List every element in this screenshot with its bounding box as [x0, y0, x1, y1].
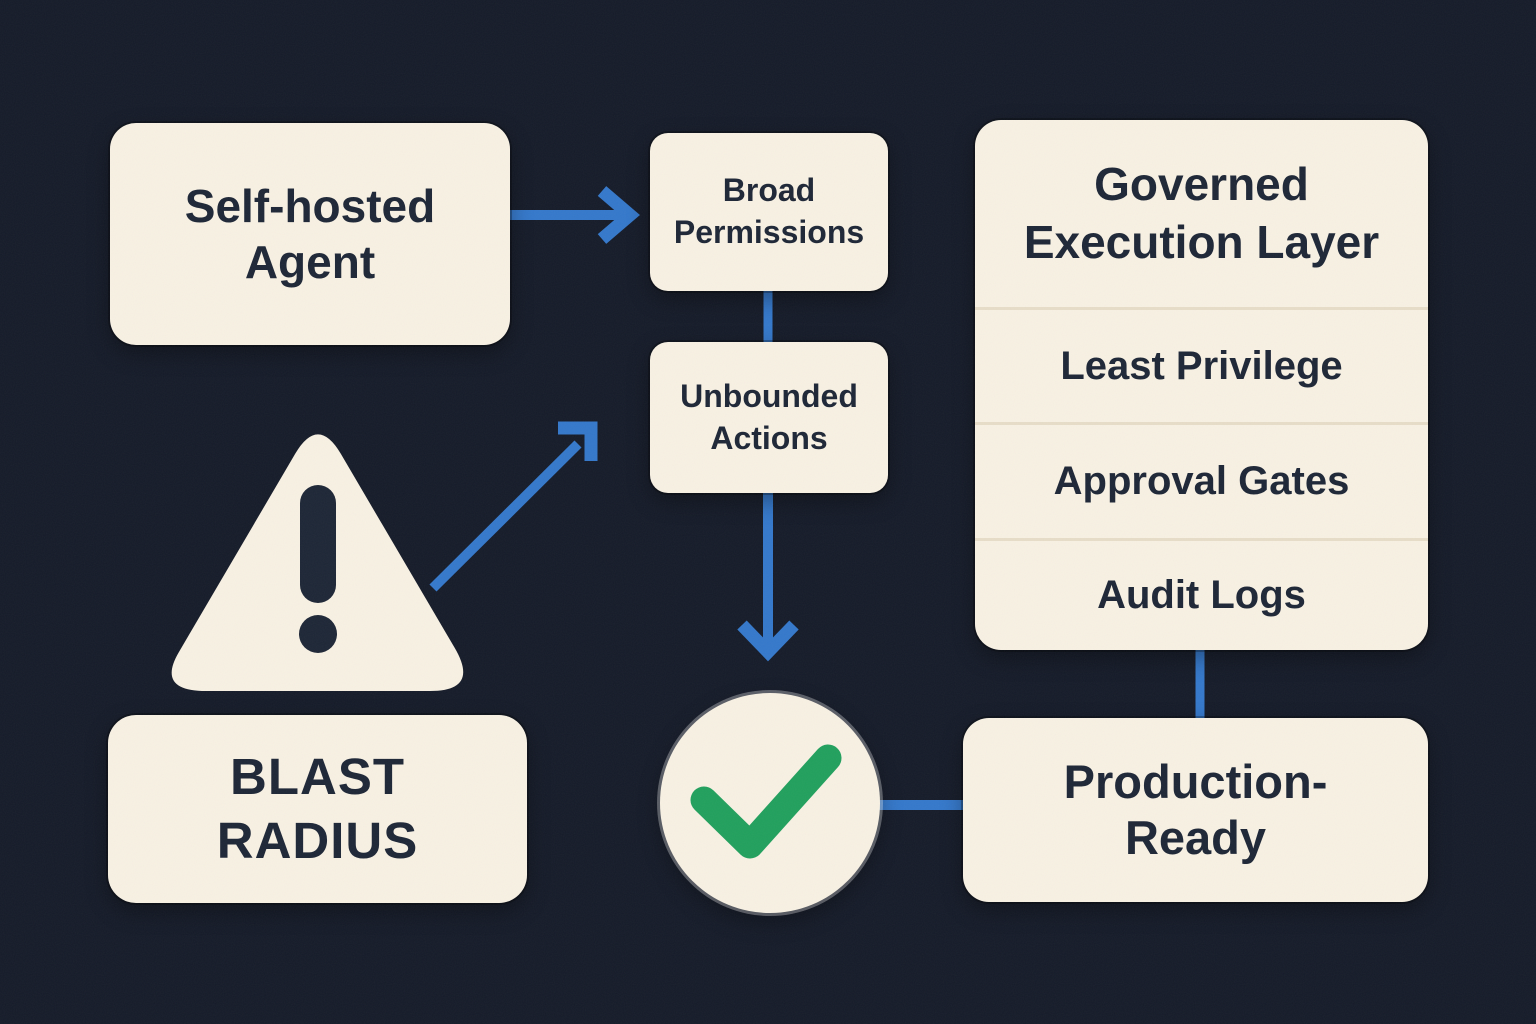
- unbounded-actions-node: Unbounded Actions: [650, 342, 888, 493]
- governed-title-line1: Governed: [1094, 158, 1309, 210]
- arrow-warning-to-unbounded-shaft: [429, 440, 582, 592]
- production-ready-label-line1: Production-: [1063, 754, 1328, 808]
- governed-execution-layer-panel: Governed Execution Layer Least Privilege…: [975, 120, 1428, 650]
- self-hosted-agent-label-line2: Agent: [244, 236, 376, 288]
- warning-exclamation-bar: [300, 485, 336, 603]
- warning-exclamation-dot: [299, 615, 337, 653]
- warning-triangle-shape: [171, 434, 464, 691]
- unbounded-actions-label-line2: Actions: [710, 419, 828, 456]
- blast-radius-label-line1: BLAST: [230, 748, 405, 806]
- self-hosted-agent-node: Self-hosted Agent: [110, 123, 510, 345]
- unbounded-actions-label-line1: Unbounded: [680, 377, 858, 414]
- governed-execution-layer-title: Governed Execution Layer: [975, 120, 1428, 307]
- audit-logs-row: Audit Logs: [975, 538, 1428, 650]
- checkmark-icon: [690, 744, 842, 859]
- governed-title-line2: Execution Layer: [1023, 215, 1380, 268]
- self-hosted-agent-label-line1: Self-hosted: [184, 179, 436, 232]
- blast-radius-label-line2: RADIUS: [216, 812, 419, 869]
- arrow-selfhosted-to-broad-head: [597, 186, 640, 244]
- arrow-unbounded-to-check-head: [737, 620, 799, 662]
- broad-permissions-label-line1: Broad: [722, 172, 816, 209]
- warning-triangle-icon: [171, 434, 464, 691]
- broad-permissions-label-line2: Permissions: [673, 214, 865, 250]
- least-privilege-row: Least Privilege: [975, 307, 1428, 422]
- production-ready-label-line2: Ready: [1124, 811, 1267, 864]
- blast-radius-node: BLAST RADIUS: [108, 715, 527, 903]
- approval-gates-label: Approval Gates: [1053, 459, 1350, 503]
- approval-gates-row: Approval Gates: [975, 422, 1428, 538]
- success-check-node: [660, 693, 880, 913]
- audit-logs-label: Audit Logs: [1097, 573, 1306, 617]
- broad-permissions-node: Broad Permissions: [650, 133, 888, 291]
- arrow-warning-to-unbounded-head: [558, 421, 598, 461]
- least-privilege-label: Least Privilege: [1060, 343, 1343, 388]
- checkmark-stroke: [690, 744, 842, 859]
- production-ready-node: Production- Ready: [963, 718, 1428, 902]
